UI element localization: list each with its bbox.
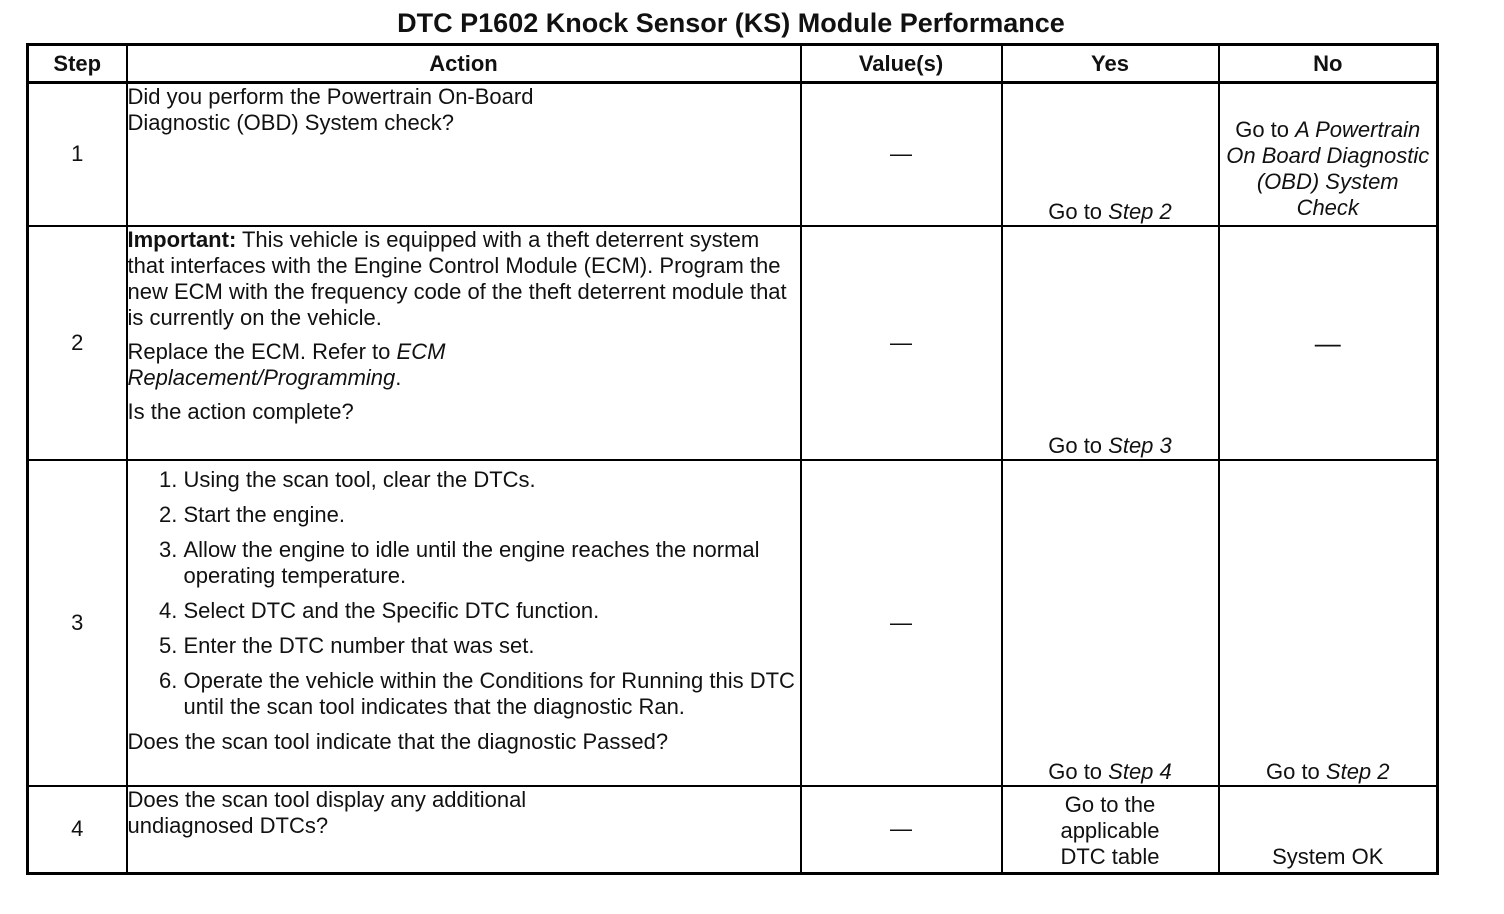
step-number: 2 xyxy=(26,224,128,461)
yes-prefix: Go to xyxy=(1048,198,1109,224)
no-prefix: Go to xyxy=(1265,758,1326,784)
column-header-no: No xyxy=(1217,43,1439,84)
important-text: This vehicle is equipped with a theft de… xyxy=(127,226,787,330)
yes-prefix: Go to xyxy=(1048,758,1109,784)
yes-cell: Go to Step 2 xyxy=(1000,81,1220,227)
action-cell: Does the scan tool display any additiona… xyxy=(125,784,802,875)
list-item: Allow the engine to idle until the engin… xyxy=(184,537,800,589)
page-title: DTC P1602 Knock Sensor (KS) Module Perfo… xyxy=(397,8,1065,38)
table-row: 1 Did you perform the Powertrain On-Boar… xyxy=(26,81,1439,227)
list-item: Start the engine. xyxy=(184,502,800,528)
yes-step-link[interactable]: Step 3 xyxy=(1108,432,1172,458)
no-step-link[interactable]: Step 2 xyxy=(1325,758,1390,784)
step-number: 4 xyxy=(26,784,128,875)
value-cell: — xyxy=(799,224,1003,461)
action-cell: Using the scan tool, clear the DTCs. Sta… xyxy=(125,458,802,787)
yes-prefix: Go to xyxy=(1048,432,1109,458)
replace-end: . xyxy=(395,364,402,390)
step-number: 1 xyxy=(26,81,128,227)
action-text: Does the scan tool display any additiona… xyxy=(127,786,527,838)
list-item: Select DTC and the Specific DTC function… xyxy=(184,598,800,624)
table-row: 4 Does the scan tool display any additio… xyxy=(26,784,1439,875)
no-procedure-link[interactable]: A Powertrain On Board Diagnostic (OBD) S… xyxy=(1226,116,1430,220)
important-label: Important: xyxy=(127,226,237,252)
yes-step-link[interactable]: Step 2 xyxy=(1108,198,1172,224)
replace-instruction: Replace the ECM. Refer to ECM Replacemen… xyxy=(128,339,548,391)
value-cell: — xyxy=(799,458,1003,787)
yes-cell: Go to Step 3 xyxy=(1000,224,1220,461)
column-header-step: Step xyxy=(26,43,128,84)
yes-cell: Go to Step 4 xyxy=(1000,458,1220,787)
list-item: Operate the vehicle within the Condition… xyxy=(184,668,800,720)
value-cell: — xyxy=(799,81,1003,227)
no-cell: System OK xyxy=(1217,784,1439,875)
yes-cell: Go to the applicable DTC table xyxy=(1000,784,1220,875)
table-header-row: Step Action Value(s) Yes No xyxy=(26,43,1439,84)
substep-list: Using the scan tool, clear the DTCs. Sta… xyxy=(128,467,800,720)
no-prefix: Go to xyxy=(1235,116,1296,142)
value-cell: — xyxy=(799,784,1003,875)
diagnostic-table: Step Action Value(s) Yes No 1 Did you pe… xyxy=(26,43,1439,875)
no-cell: Go to A Powertrain On Board Diagnostic (… xyxy=(1217,81,1439,227)
action-cell: Important: This vehicle is equipped with… xyxy=(125,224,802,461)
column-header-action: Action xyxy=(125,43,802,84)
action-question: Is the action complete? xyxy=(127,398,354,424)
action-question: Does the scan tool indicate that the dia… xyxy=(127,728,669,754)
list-item: Enter the DTC number that was set. xyxy=(184,633,800,659)
no-cell: Go to Step 2 xyxy=(1217,458,1439,787)
step-number: 3 xyxy=(26,458,128,787)
list-item: Using the scan tool, clear the DTCs. xyxy=(184,467,800,493)
table-row: 3 Using the scan tool, clear the DTCs. S… xyxy=(26,458,1439,787)
action-cell: Did you perform the Powertrain On-Board … xyxy=(125,81,802,227)
column-header-yes: Yes xyxy=(1000,43,1220,84)
column-header-values: Value(s) xyxy=(799,43,1003,84)
action-text: Did you perform the Powertrain On-Board … xyxy=(127,84,534,135)
no-cell: — xyxy=(1217,224,1439,461)
yes-step-link[interactable]: Step 4 xyxy=(1108,758,1172,784)
replace-text: Replace the ECM. Refer to xyxy=(127,338,397,364)
table-row: 2 Important: This vehicle is equipped wi… xyxy=(26,224,1439,461)
ecm-replacement-link[interactable]: ECM Replacement/Programming xyxy=(127,338,446,390)
important-note: Important: This vehicle is equipped with… xyxy=(128,227,800,331)
